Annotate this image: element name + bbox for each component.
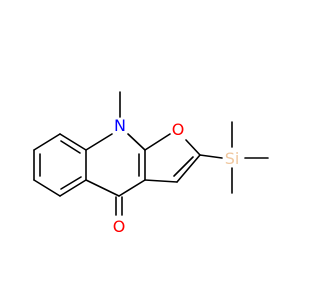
silicon-label: Si bbox=[225, 149, 240, 168]
bond-c4a-n bbox=[85, 133, 113, 151]
bond-c2-c3 bbox=[176, 154, 201, 183]
bond-c4a-c8a-inner bbox=[60, 140, 81, 154]
bond-c6-c5 bbox=[59, 179, 87, 197]
bond-o-c2 bbox=[185, 139, 201, 156]
bond-c2-si bbox=[199, 154, 223, 159]
nitrogen-label: N bbox=[114, 116, 126, 135]
furan-oxygen-label: O bbox=[172, 120, 185, 139]
structure-canvas: N O O Si bbox=[33, 91, 269, 236]
bonds bbox=[33, 91, 269, 216]
carbonyl-oxygen-label: O bbox=[113, 217, 126, 236]
bond-c2-c3-inner bbox=[173, 156, 194, 177]
molecule-structure: N O O Si bbox=[33, 91, 269, 236]
bond-c6-c5-inner bbox=[60, 176, 82, 190]
atom-labels: N O O Si bbox=[113, 116, 240, 236]
bond-c3a-c4 bbox=[118, 179, 146, 197]
bond-n-c9a bbox=[127, 133, 146, 151]
bond-c7-c6 bbox=[33, 179, 61, 197]
bond-c4-c5 bbox=[85, 179, 120, 197]
bond-c9a-o bbox=[144, 133, 171, 151]
bond-c4a-c8a bbox=[59, 133, 87, 151]
bond-c3-c3a bbox=[144, 179, 178, 183]
bond-c8a-c8 bbox=[33, 133, 61, 151]
